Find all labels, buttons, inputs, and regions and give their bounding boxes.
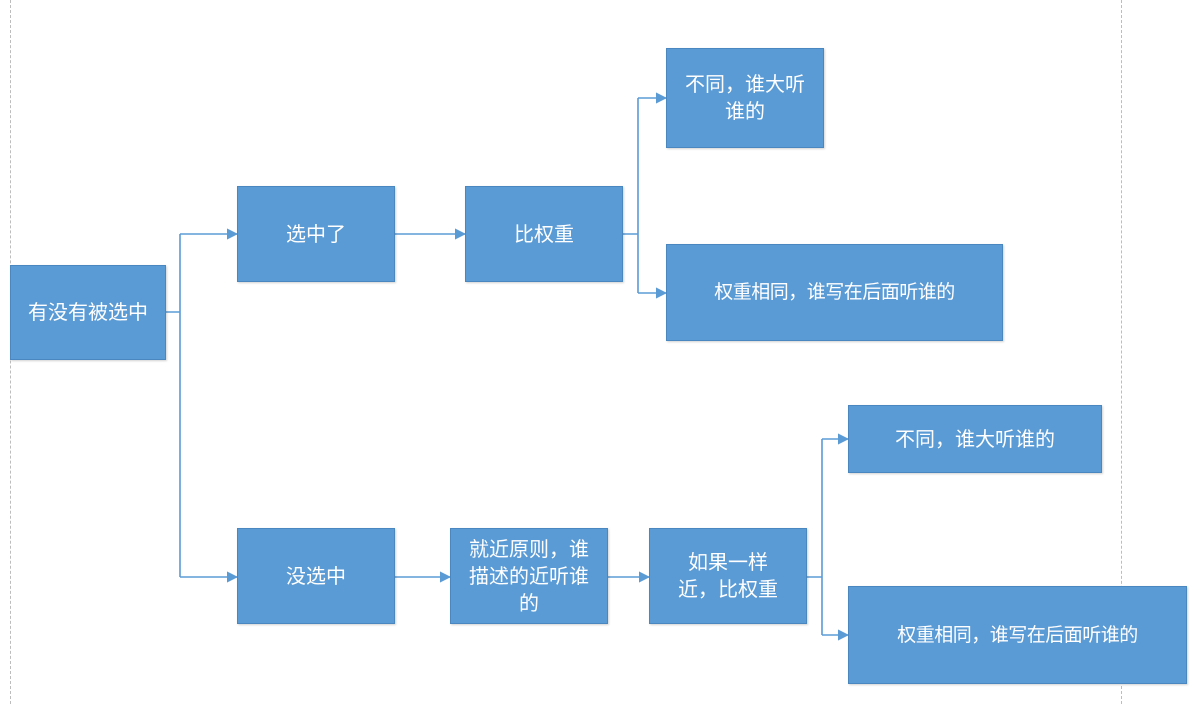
node-same-later-2: 权重相同，谁写在后面听谁的 [848,586,1187,684]
node-same-later-2-label: 权重相同，谁写在后面听谁的 [897,623,1138,646]
node-same-later-1-label: 权重相同，谁写在后面听谁的 [714,281,955,303]
node-diff-larger-2: 不同，谁大听谁的 [848,405,1102,473]
connector-root-branch [166,234,181,577]
node-same-later-1: 权重相同，谁写在后面听谁的 [666,244,1003,341]
node-if-same-distance: 如果一样近，比权重 [649,528,807,624]
node-compare-weight: 比权重 [465,186,623,282]
node-if-same-distance-label: 如果一样近，比权重 [678,550,778,601]
node-proximity: 就近原则，谁描述的近听谁的 [450,528,608,624]
node-not-selected: 没选中 [237,528,395,624]
node-not-selected-label: 没选中 [286,563,346,588]
node-selected-label: 选中了 [286,221,346,246]
right-guide-line [1121,0,1122,704]
node-proximity-label: 就近原则，谁描述的近听谁的 [469,536,589,615]
node-diff-larger-1-label: 不同，谁大听谁的 [685,72,805,123]
node-selected: 选中了 [237,186,395,282]
connector-if-same-branch [807,439,823,635]
node-compare-weight-label: 比权重 [514,221,574,246]
connector-compare-branch [623,98,639,293]
node-root-label: 有没有被选中 [28,300,148,324]
node-diff-larger-1: 不同，谁大听谁的 [666,48,824,148]
node-diff-larger-2-label: 不同，谁大听谁的 [895,426,1055,451]
node-root: 有没有被选中 [10,265,166,360]
